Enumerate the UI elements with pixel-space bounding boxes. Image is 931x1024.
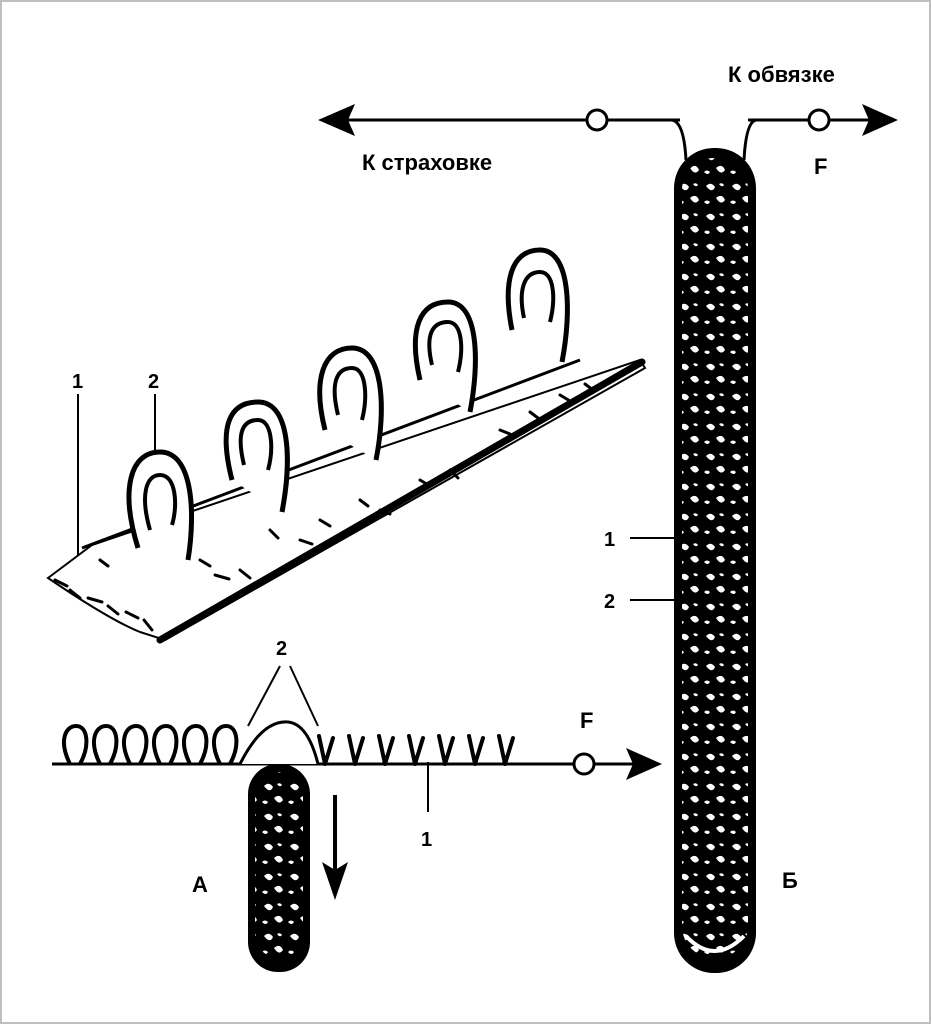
harness-node-icon [807,108,831,132]
figure-b-label: Б [782,868,798,893]
belay-arrow-icon [318,104,355,136]
tape-texture [53,382,595,632]
a-force-node-icon [572,752,596,776]
force-top-label: F [814,154,827,179]
b-loop-number: 2 [604,591,615,613]
a-down-arrow-icon [322,862,348,900]
right-shoulder [742,118,757,161]
tape-surface [46,358,647,642]
tape-loops [126,247,570,561]
a-core-number: 1 [421,829,432,851]
a-broken-loops [317,734,515,766]
perspective-tape: 1 2 [46,247,647,644]
tape-front-edge [156,358,646,644]
a-loops-number: 2 [276,638,287,660]
force-bottom-label: F [580,708,593,733]
persp-core-number: 1 [72,371,83,393]
stitched-core [682,158,748,958]
a-loop-leader-left [247,665,281,727]
figure-a-section: 2 1 F А [52,638,662,972]
a-sling-core [255,772,303,958]
a-tear-point [238,720,320,765]
to-belay-label: К страховке [362,150,492,175]
absorber-bottom-loop [684,934,746,953]
b-core-number: 1 [604,529,615,551]
left-shoulder [671,118,688,161]
harness-arrow-icon [862,104,898,136]
belay-node-icon [585,108,609,132]
to-harness-label: К обвязке [728,62,835,87]
a-loop-leader-right [289,665,319,727]
persp-loop-number: 2 [148,371,159,393]
figure-b-absorber: К страховке К обвязке F 1 2 Б [318,62,898,973]
a-force-arrow-icon [626,748,662,780]
a-intact-loops [61,723,239,765]
figure-a-label: А [192,872,208,897]
